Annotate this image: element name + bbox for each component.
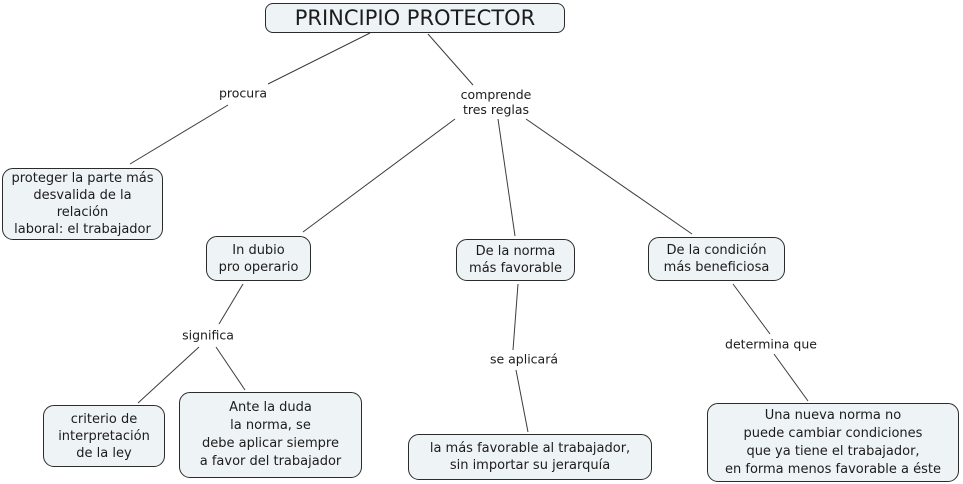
edge-determina-nueva xyxy=(773,353,809,402)
link-label-determina-que[interactable]: determina que xyxy=(723,336,819,352)
node-de-la-condicion-mas-beneficiosa[interactable]: De la condición más beneficiosa xyxy=(648,237,785,281)
node-una-nueva-norma[interactable]: Una nueva norma no puede cambiar condici… xyxy=(707,403,959,482)
node-ante-la-duda[interactable]: Ante la duda la norma, se debe aplicar s… xyxy=(179,392,362,478)
edge-condicion-determina xyxy=(732,283,771,335)
edge-comprende-norma xyxy=(497,118,516,237)
link-label-comprende-tres-reglas[interactable]: comprende tres reglas xyxy=(458,87,534,117)
edge-procura-proteger xyxy=(129,104,229,165)
link-label-significa[interactable]: significa xyxy=(180,327,236,343)
node-mas-favorable-trabajador[interactable]: la más favorable al trabajador, sin impo… xyxy=(408,434,652,480)
edge-comprende-condicion xyxy=(525,118,693,235)
edge-title-procura xyxy=(267,32,371,85)
node-criterio-interpretacion-ley[interactable]: criterio de interpretación de la ley xyxy=(43,405,165,467)
link-label-procura[interactable]: procura xyxy=(216,85,270,101)
edge-significa-ante xyxy=(215,346,246,391)
edge-title-comprende xyxy=(427,33,474,86)
edge-comprende-indubio xyxy=(302,118,456,233)
node-proteger-parte-desvalida[interactable]: proteger la parte más desvalida de la re… xyxy=(2,168,163,240)
node-principio-protector[interactable]: PRINCIPIO PROTECTOR xyxy=(265,3,565,33)
edge-significa-criterio xyxy=(137,346,200,404)
edge-norma-seaplicara xyxy=(512,283,519,351)
edge-seaplicara-favorable xyxy=(515,369,529,433)
link-label-se-aplicara[interactable]: se aplicará xyxy=(487,351,561,367)
edge-indubio-significa xyxy=(218,283,244,325)
node-de-la-norma-mas-favorable[interactable]: De la norma más favorable xyxy=(456,239,575,281)
node-in-dubio-pro-operario[interactable]: In dubio pro operario xyxy=(206,236,311,281)
